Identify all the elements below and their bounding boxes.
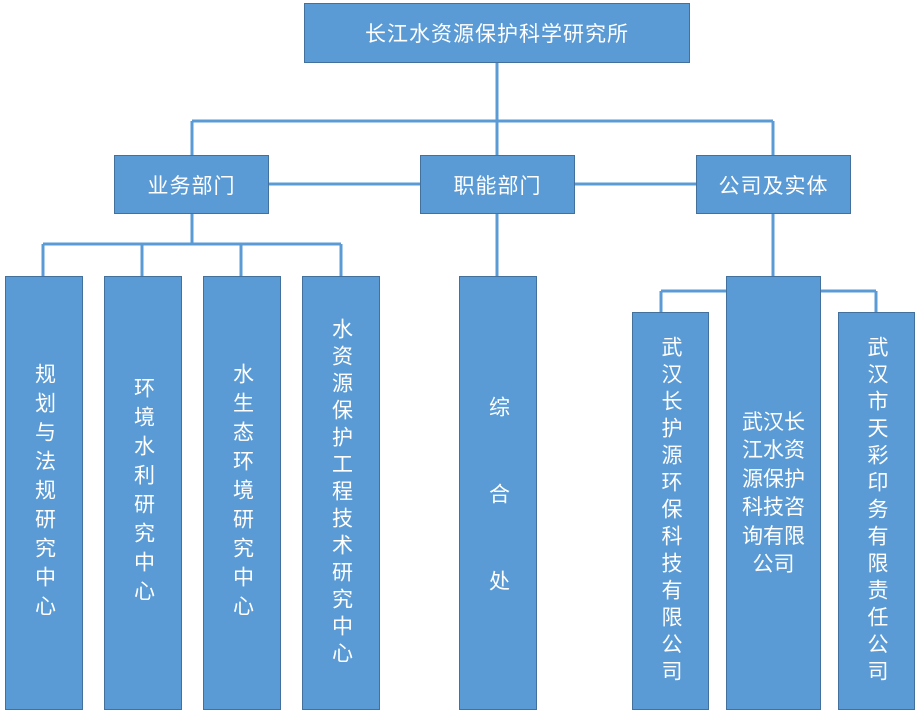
node-environmental-water-center: 环境水利研究中心 xyxy=(104,276,182,710)
node-business-departments: 业务部门 xyxy=(114,155,269,214)
environmental-water-center-label: 环境水利研究中心 xyxy=(131,377,156,609)
general-office-label: 综合处 xyxy=(486,395,511,657)
water-ecology-center-label: 水生态环境研究中心 xyxy=(230,362,255,624)
node-planning-regulation-center: 规划与法规研究中心 xyxy=(5,276,83,710)
root-label: 长江水资源保护科学研究所 xyxy=(365,22,629,46)
companies-entities-label: 公司及实体 xyxy=(718,173,829,198)
root-node: 长江水资源保护科学研究所 xyxy=(304,3,690,63)
tiancai-printing-company-label: 武汉市天彩印务有限责任公司 xyxy=(865,335,889,687)
node-functional-departments: 职能部门 xyxy=(420,155,575,214)
node-general-office: 综合处 xyxy=(459,276,537,710)
node-water-ecology-center: 水生态环境研究中心 xyxy=(203,276,281,710)
planning-regulation-center-label: 规划与法规研究中心 xyxy=(32,362,57,624)
node-companies-entities: 公司及实体 xyxy=(696,155,851,214)
water-protection-engineering-center-label: 水资源保护工程技术研究中心 xyxy=(329,317,354,669)
business-departments-label: 业务部门 xyxy=(147,173,236,198)
node-changhuyuan-company: 武汉长护源环保科技有限公司 xyxy=(632,312,709,710)
functional-departments-label: 职能部门 xyxy=(453,173,542,198)
changjiang-consulting-company-label: 武汉长江水资源保护科技咨询有限公司 xyxy=(742,409,805,577)
changhuyuan-company-label: 武汉长护源环保科技有限公司 xyxy=(659,335,683,687)
node-changjiang-consulting-company: 武汉长江水资源保护科技咨询有限公司 xyxy=(726,276,821,710)
node-water-protection-engineering-center: 水资源保护工程技术研究中心 xyxy=(302,276,380,710)
node-tiancai-printing-company: 武汉市天彩印务有限责任公司 xyxy=(838,312,915,710)
